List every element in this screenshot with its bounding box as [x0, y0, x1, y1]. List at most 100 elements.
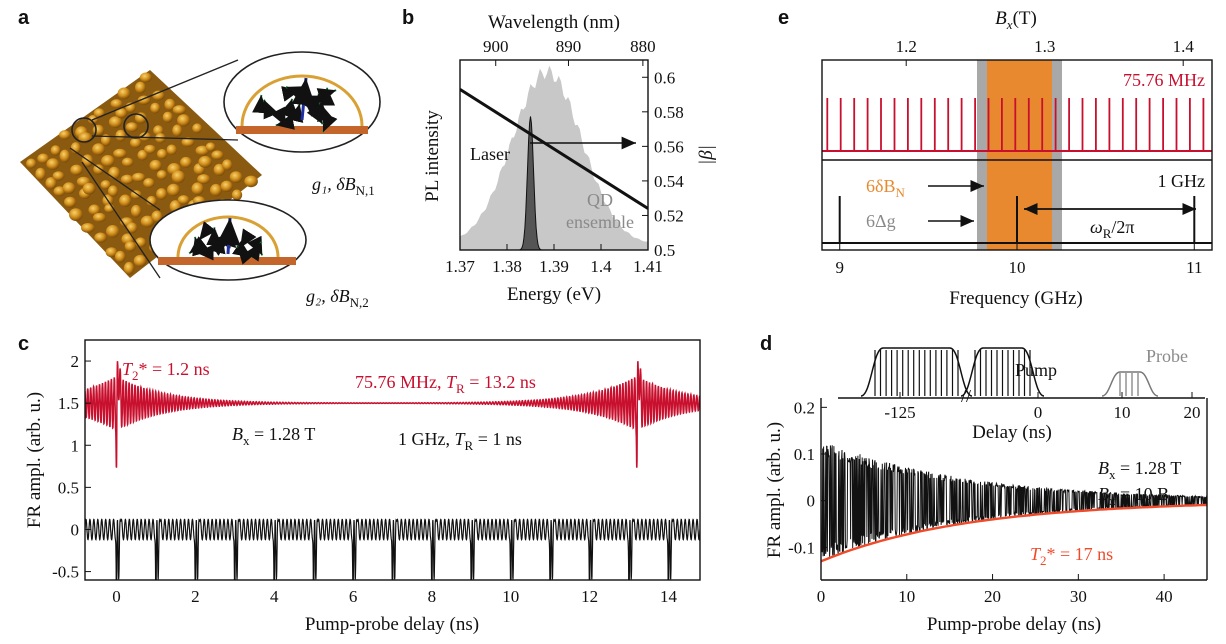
c-x-tick-label: 6 — [349, 587, 358, 606]
e-top-tick-label: 1.2 — [896, 37, 917, 56]
afm-bump — [81, 223, 95, 233]
spin-arrow — [217, 232, 236, 249]
afm-bump — [113, 148, 127, 159]
afm-bump — [143, 178, 155, 188]
afm-bump — [156, 149, 168, 160]
spin-arrow — [245, 241, 263, 262]
afm-bumps — [26, 72, 258, 275]
c-y-label: FR ampl. (arb. u.) — [24, 392, 45, 528]
afm-bump — [149, 159, 162, 172]
c-x-tick-label: 0 — [112, 587, 121, 606]
c-frame — [84, 339, 701, 581]
afm-bump — [134, 112, 147, 124]
c-y-tick-label: 0.5 — [58, 478, 79, 497]
e-x-tick-label: 11 — [1186, 258, 1202, 277]
afm-bump — [121, 157, 134, 167]
d-inset-pulses: // — [860, 347, 1159, 406]
afm-bump — [64, 196, 77, 208]
panel-e-label: e — [778, 7, 789, 29]
c-y-tick-label: 1.5 — [58, 394, 79, 413]
d-y-tick-label: 0 — [807, 492, 816, 511]
c-y-tick-label: -0.5 — [52, 563, 79, 582]
b-x-tick-label: 1.38 — [492, 257, 522, 276]
comb-75-mhz — [826, 98, 1205, 151]
afm-bump — [172, 105, 187, 115]
c-y-tick-label: 0 — [71, 520, 80, 539]
dg-label: 6Δg — [866, 211, 896, 231]
d-y-tick-label: 0.2 — [794, 398, 815, 417]
afm-bump — [26, 158, 37, 169]
afm-bump — [146, 195, 157, 207]
b-x-tick-label: 1.37 — [445, 257, 475, 276]
afm-bump — [107, 185, 119, 197]
probe-envelope — [1101, 371, 1159, 397]
afm-bump — [177, 195, 190, 205]
d-bx2-label: Bx = 10 B0 — [1098, 484, 1176, 508]
dot2-label: g₂, δBN,2 — [306, 286, 369, 310]
afm-bump — [37, 153, 50, 164]
afm-bump — [45, 177, 57, 190]
e-x-label: Frequency (GHz) — [949, 288, 1082, 309]
dot1-circle — [71, 117, 97, 143]
afm-bump — [108, 116, 123, 128]
afm-bump — [180, 156, 192, 168]
afm-bump — [244, 175, 258, 188]
afm-bump — [117, 87, 131, 100]
afm-bump — [213, 163, 226, 176]
afm-bump — [222, 159, 233, 171]
afm-bump — [205, 142, 216, 152]
d-x-tick-label: 20 — [984, 587, 1001, 606]
b-top-tick-label: 890 — [556, 37, 582, 56]
afm-bump — [35, 167, 46, 181]
afm-bump — [124, 241, 136, 252]
c-x-tick-label: 10 — [502, 587, 519, 606]
b-x-tick-label: 1.41 — [633, 257, 663, 276]
afm-bump — [229, 171, 243, 184]
afm-bump — [106, 225, 120, 238]
nuclear-band — [987, 60, 1052, 250]
afm-bump — [177, 114, 191, 127]
afm-bump — [210, 183, 222, 197]
axis-break: // — [961, 386, 971, 406]
afm-bump — [132, 172, 146, 182]
d-y-tick-label: 0.1 — [794, 445, 815, 464]
c-red-series-label: 75.76 MHz, TR = 13.2 ns — [355, 372, 536, 396]
b-y-label: PL intensity — [422, 110, 443, 202]
b-top-axis-label: Wavelength (nm) — [488, 12, 620, 33]
d-x-tick-label: 30 — [1070, 587, 1087, 606]
afm-bump — [197, 174, 211, 185]
afm-bump — [181, 137, 195, 147]
c-x-label: Pump-probe delay (ns) — [305, 614, 479, 635]
afm-bump — [82, 182, 96, 195]
afm-bump — [192, 123, 203, 134]
b-x-tick-label: 1.4 — [590, 257, 612, 276]
laser-label: Laser — [470, 144, 510, 164]
spin-arrow — [306, 104, 324, 125]
b-right-tick-label: 0.56 — [654, 137, 684, 156]
panel-c-label: c — [18, 333, 29, 355]
afm-bump — [167, 183, 180, 197]
c-x-tick-label: 12 — [581, 587, 598, 606]
probe-label: Probe — [1146, 346, 1188, 366]
afm-bump — [70, 142, 81, 155]
pump-label: Pump — [1015, 360, 1057, 380]
afm-bump — [94, 232, 107, 243]
afm-bump — [156, 188, 168, 200]
afm-bump — [130, 137, 142, 149]
afm-bump — [52, 171, 65, 181]
afm-bump — [100, 134, 112, 147]
qd-label-1: QD — [587, 190, 613, 210]
afm-bump — [171, 170, 185, 184]
spin-arrow — [309, 93, 326, 112]
afm-bump — [150, 102, 161, 114]
afm-bump — [53, 186, 66, 197]
afm-bump — [166, 144, 177, 156]
afm-bump — [105, 247, 118, 258]
d-inset-tick-label: 20 — [1184, 403, 1201, 422]
